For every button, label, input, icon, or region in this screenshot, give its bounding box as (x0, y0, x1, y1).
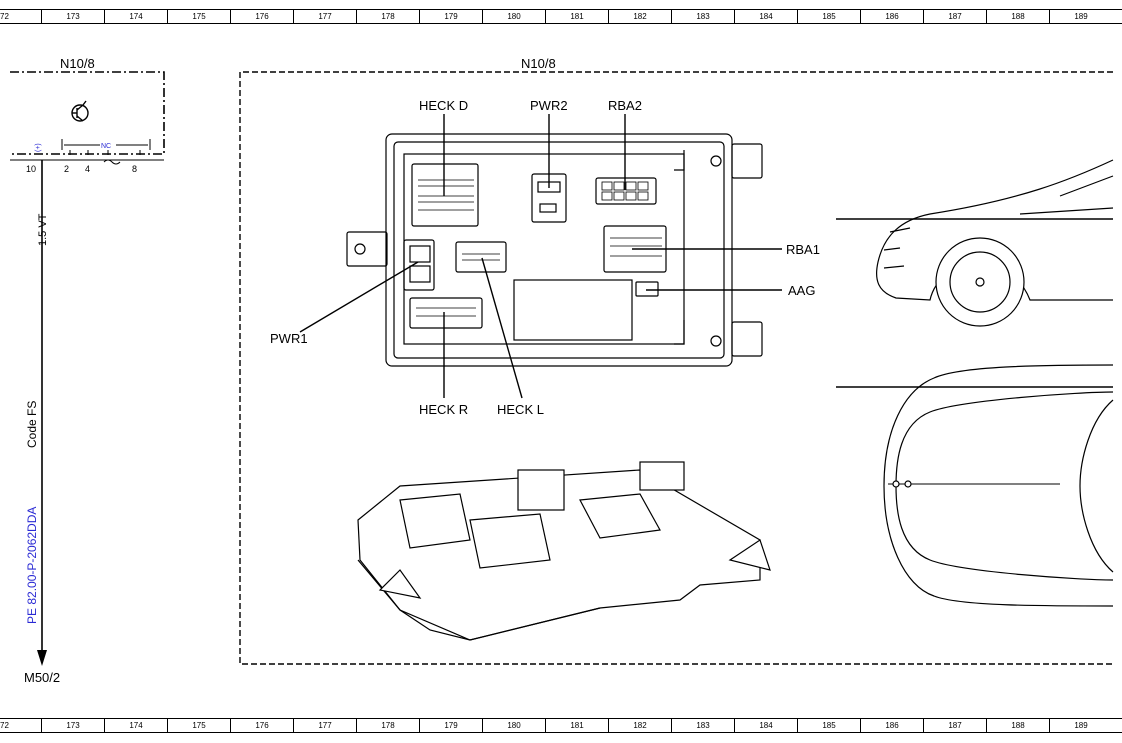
ruler-column-top-173: 173 (41, 10, 104, 23)
wire-reference-link[interactable]: PE 82.00-P-2062DDA (25, 507, 39, 624)
wire-code-label: Code FS (25, 401, 39, 448)
vehicle-side-view (836, 159, 1114, 327)
connector-label-aag: AAG (788, 283, 815, 298)
ruler-column-top-187: 187 (923, 10, 986, 23)
ruler-column-top-183: 183 (671, 10, 734, 23)
ruler-column-bottom-189: 189 (1049, 719, 1112, 732)
ruler-column-bottom-187: 187 (923, 719, 986, 732)
ruler-column-top-188: 188 (986, 10, 1049, 23)
ruler-column-top-181: 181 (545, 10, 608, 23)
ruler-column-top-176: 176 (230, 10, 293, 23)
ruler-column-top-182: 182 (608, 10, 671, 23)
connector-label-pwr1: PWR1 (270, 331, 308, 346)
connector-label-rba1: RBA1 (786, 242, 820, 257)
ruler-column-bottom-176: 176 (230, 719, 293, 732)
wire-destination-label: M50/2 (24, 670, 60, 685)
ruler-column-top-186: 186 (860, 10, 923, 23)
pin-8-label: 8 (132, 164, 137, 174)
ruler-column-top-185: 185 (797, 10, 860, 23)
control-unit-isometric-view (357, 461, 771, 641)
ruler-column-top-177: 177 (293, 10, 356, 23)
ruler-column-bottom-178: 178 (356, 719, 419, 732)
ruler-column-bottom-182: 182 (608, 719, 671, 732)
ruler-column-top-175: 175 (167, 10, 230, 23)
connector-leaders (299, 114, 782, 399)
connector-label-heck-d: HECK D (419, 98, 468, 113)
ruler-column-bottom-180: 180 (482, 719, 545, 732)
control-unit-top-view (346, 133, 763, 367)
ruler-column-bottom-183: 183 (671, 719, 734, 732)
pin-4-label: 4 (85, 164, 90, 174)
ruler-column-bottom-174: 174 (104, 719, 167, 732)
ruler-column-top-184: 184 (734, 10, 797, 23)
left-block-title: N10/8 (60, 56, 95, 71)
left-control-unit-block: N10/8 NC (+) 10 2 4 8 (10, 56, 165, 174)
ruler-column-top-189: 189 (1049, 10, 1112, 23)
normally-closed-contact-icon (61, 139, 151, 165)
connector-label-rba2: RBA2 (608, 98, 642, 113)
ruler-column-bottom-177: 177 (293, 719, 356, 732)
plus-label: (+) (35, 143, 42, 152)
main-location-block: N10/8 (239, 56, 1113, 665)
ruler-column-bottom-72: 72 (0, 721, 9, 730)
ruler-column-bottom-173: 173 (41, 719, 104, 732)
ruler-column-top-180: 180 (482, 10, 545, 23)
vehicle-top-view (836, 364, 1114, 607)
wire-arrow-icon (37, 650, 47, 666)
ruler-column-bottom-179: 179 (419, 719, 482, 732)
connector-label-pwr2: PWR2 (530, 98, 568, 113)
pin-10-label: 10 (26, 164, 36, 174)
main-block-title: N10/8 (521, 56, 556, 71)
ruler-column-bottom-175: 175 (167, 719, 230, 732)
ruler-column-bottom-181: 181 (545, 719, 608, 732)
ruler-column-top-178: 178 (356, 10, 419, 23)
transistor-symbol-icon (71, 100, 89, 122)
ruler-column-top-179: 179 (419, 10, 482, 23)
wire-to-m50-2: 1.5 VT Code FS PE 82.00-P-2062DDA M50/2 (24, 160, 60, 685)
ruler-column-bottom-184: 184 (734, 719, 797, 732)
pin-2-label: 2 (64, 164, 69, 174)
wire-cross-section-label: 1.5 VT (37, 213, 49, 246)
ruler-column-bottom-188: 188 (986, 719, 1049, 732)
ruler-column-top-72: 72 (0, 12, 9, 21)
ruler-column-top-174: 174 (104, 10, 167, 23)
contact-nc-label: NC (101, 143, 111, 150)
ruler-column-bottom-185: 185 (797, 719, 860, 732)
connector-label-heck-l: HECK L (497, 402, 544, 417)
connector-label-heck-r: HECK R (419, 402, 468, 417)
ruler-column-bottom-186: 186 (860, 719, 923, 732)
